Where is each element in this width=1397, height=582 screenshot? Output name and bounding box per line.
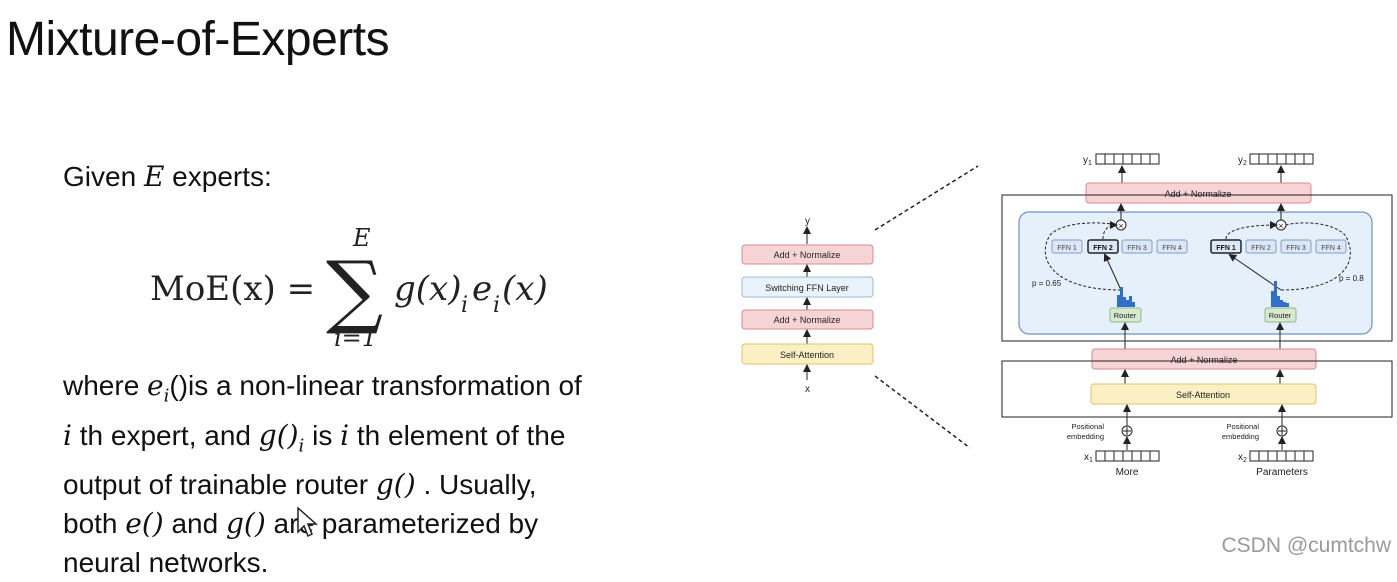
formula-lhs: MoE(x) = bbox=[150, 269, 315, 309]
ffn-right-2: FFN 2 bbox=[1251, 245, 1271, 252]
small-x-label: x bbox=[805, 384, 810, 395]
desc-text: and bbox=[171, 508, 219, 540]
ffn-left-1: FFN 1 bbox=[1057, 245, 1077, 252]
ffn-left-2: FFN 2 bbox=[1093, 245, 1113, 252]
ffn-right-4: FFN 4 bbox=[1321, 245, 1341, 252]
math-g: g() bbox=[225, 507, 266, 541]
math-i: i bbox=[340, 418, 350, 452]
x1-vector bbox=[1095, 450, 1160, 462]
route-dashed-right bbox=[1280, 222, 1351, 291]
desc-text: where bbox=[63, 370, 140, 401]
math-g: g() bbox=[258, 418, 299, 452]
desc-text: are parameterized by bbox=[273, 508, 539, 540]
ffn-row-left: FFN 1 FFN 2 FFN 3 FFN 4 bbox=[1051, 239, 1188, 254]
router-left-label: Router bbox=[1114, 311, 1137, 320]
p-left-label: p = 0.65 bbox=[1032, 279, 1062, 288]
y1-label: y1 bbox=[1083, 155, 1092, 167]
small-switching-ffn-label: Switching FFN Layer bbox=[765, 283, 849, 293]
small-stack: y Add + Normalize Switching FFN Layer Ad… bbox=[741, 216, 874, 395]
small-y-label: y bbox=[805, 216, 810, 227]
intro-var: E bbox=[143, 160, 165, 193]
y2-vector bbox=[1249, 153, 1314, 165]
token-right-label: Parameters bbox=[1256, 467, 1308, 478]
pos-emb-right-1: Positional bbox=[1226, 422, 1259, 431]
formula-g-sub: i bbox=[461, 293, 468, 318]
desc-line-4: both e() and g() are parameterized by bbox=[63, 504, 703, 543]
pos-emb-left-1: Positional bbox=[1071, 422, 1104, 431]
multiply-left-glyph: × bbox=[1118, 221, 1123, 231]
y1-vector bbox=[1095, 153, 1160, 165]
large-self-attention-label: Self-Attention bbox=[1176, 390, 1230, 400]
desc-line-5: neural networks. bbox=[63, 547, 269, 579]
math-e: e() bbox=[125, 507, 164, 541]
formula-g: g(x) bbox=[394, 269, 461, 309]
ffn-right-1: FFN 1 bbox=[1216, 245, 1236, 252]
large-diagram: y1 y2 Add + Normalize × × bbox=[1001, 153, 1393, 478]
outer-residual-box-top bbox=[1001, 194, 1393, 342]
p-right-label: p = 0.8 bbox=[1339, 274, 1364, 283]
route-dashed-left bbox=[1044, 222, 1122, 291]
math-g: g() bbox=[375, 468, 416, 502]
desc-text: ()is a non-linear transformation of bbox=[169, 370, 582, 401]
desc-text: is bbox=[312, 419, 333, 451]
large-add-norm-top-label: Add + Normalize bbox=[1165, 189, 1232, 199]
large-add-norm-top bbox=[1085, 182, 1312, 204]
small-add-norm-bottom-label: Add + Normalize bbox=[774, 315, 841, 325]
token-left-label: More bbox=[1116, 467, 1139, 478]
moe-formula: MoE(x) = E ∑ i=1 g(x) i e i (x) bbox=[150, 224, 580, 358]
switch-transformer-diagram: y Add + Normalize Switching FFN Layer Ad… bbox=[735, 150, 1397, 486]
formula-upper: E bbox=[352, 228, 371, 252]
zoom-line-top bbox=[874, 165, 979, 231]
x2-vector bbox=[1249, 450, 1314, 462]
router-histogram-left bbox=[1117, 287, 1135, 307]
router-histogram-right bbox=[1271, 281, 1289, 307]
desc-text: th element of the bbox=[356, 419, 566, 451]
pos-emb-right-2: embedding bbox=[1222, 432, 1259, 441]
desc-line-3: output of trainable router g() . Usually… bbox=[63, 465, 703, 504]
desc-text: output of trainable router bbox=[63, 469, 369, 501]
formula-e-arg: (x) bbox=[502, 269, 548, 309]
formula-e: e bbox=[472, 269, 492, 309]
slide-title: Mixture-of-Experts bbox=[6, 13, 390, 66]
pos-emb-left-2: embedding bbox=[1067, 432, 1104, 441]
description: where ei()is a non-linear transformation… bbox=[63, 366, 703, 582]
large-add-norm-mid-label: Add + Normalize bbox=[1171, 355, 1238, 365]
large-self-attention bbox=[1090, 383, 1317, 405]
formula-lower: i=1 bbox=[334, 324, 377, 352]
watermark: CSDN @cumtchw bbox=[1221, 534, 1391, 557]
intro-text: Given E experts: bbox=[63, 160, 272, 193]
math-sub: i bbox=[163, 385, 170, 407]
moe-panel bbox=[1018, 211, 1373, 335]
math-i: i bbox=[63, 418, 72, 452]
desc-text: th expert, and bbox=[79, 419, 251, 451]
ffn-left-3: FFN 3 bbox=[1127, 245, 1147, 252]
large-add-norm-mid bbox=[1091, 348, 1317, 370]
desc-line-1: where ei()is a non-linear transformation… bbox=[63, 366, 703, 416]
intro-suffix: experts: bbox=[172, 161, 272, 192]
formula-e-sub: i bbox=[493, 293, 500, 318]
small-add-norm-top-label: Add + Normalize bbox=[774, 250, 841, 260]
x2-label: x2 bbox=[1238, 452, 1247, 464]
math-sub: i bbox=[298, 435, 305, 457]
zoom-line-bottom bbox=[874, 375, 971, 449]
mouse-cursor-icon bbox=[296, 506, 318, 540]
outer-residual-box-bottom bbox=[1001, 360, 1393, 418]
formula-sum-symbol: ∑ bbox=[326, 244, 383, 337]
ffn-right-3: FFN 3 bbox=[1286, 245, 1306, 252]
y2-label: y2 bbox=[1238, 155, 1247, 167]
math-e: e bbox=[147, 369, 164, 402]
desc-text: both bbox=[63, 508, 118, 540]
router-right-label: Router bbox=[1269, 311, 1292, 320]
multiply-right-glyph: × bbox=[1278, 221, 1283, 231]
ffn-left-4: FFN 4 bbox=[1162, 245, 1182, 252]
ffn-row-right: FFN 1 FFN 2 FFN 3 FFN 4 bbox=[1210, 239, 1347, 254]
small-self-attention-label: Self-Attention bbox=[780, 350, 834, 360]
x1-label: x1 bbox=[1084, 452, 1093, 464]
desc-line-2: i th expert, and g()i is i th element of… bbox=[63, 416, 703, 466]
desc-text: . Usually, bbox=[423, 469, 537, 501]
intro-prefix: Given bbox=[63, 161, 137, 192]
